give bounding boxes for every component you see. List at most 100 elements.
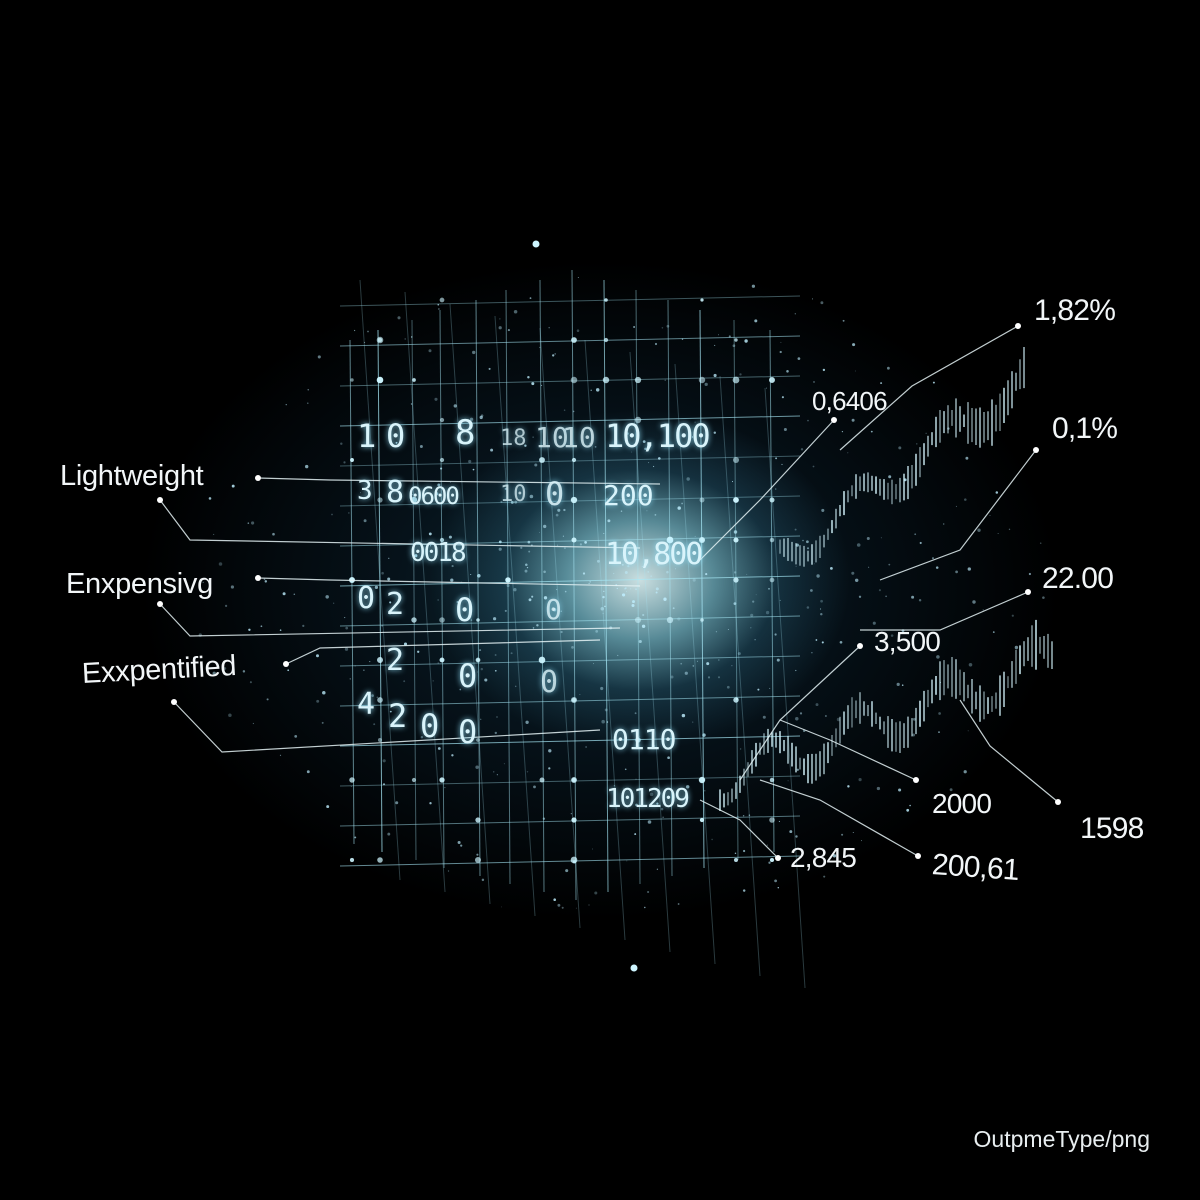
particle — [469, 417, 474, 421]
particle — [847, 785, 850, 788]
grid-node — [634, 416, 642, 424]
particle — [660, 807, 664, 811]
particle — [885, 595, 887, 598]
particle — [603, 590, 605, 593]
particle — [811, 651, 813, 654]
particle — [880, 382, 883, 385]
grid-node — [769, 497, 775, 503]
particle — [686, 477, 690, 481]
grid-digit: 18 — [500, 426, 527, 451]
particle — [480, 718, 482, 720]
particle — [404, 338, 406, 340]
grid-line — [699, 309, 705, 869]
particle — [218, 562, 223, 566]
particle — [560, 630, 563, 634]
grid-digit: 10 — [535, 421, 569, 454]
particle — [967, 567, 971, 571]
grid-digit: 0600 — [408, 482, 460, 510]
value-label-6: 2000 — [932, 788, 992, 819]
particle — [460, 844, 463, 847]
grid-node — [412, 378, 416, 382]
particle — [448, 535, 452, 539]
grid-node — [411, 777, 417, 783]
particle — [419, 445, 423, 448]
particle — [532, 627, 535, 629]
particle — [906, 808, 910, 812]
grid-node — [734, 858, 738, 862]
particle — [331, 513, 333, 516]
particle — [630, 588, 632, 590]
particle — [468, 459, 472, 464]
particle — [626, 860, 628, 862]
particle — [437, 747, 441, 750]
particle — [802, 539, 804, 542]
particle — [480, 667, 484, 671]
particle — [641, 624, 646, 629]
particle — [639, 735, 641, 737]
particle — [789, 830, 793, 834]
particle — [666, 324, 670, 328]
particle — [726, 685, 730, 689]
particle — [438, 308, 440, 310]
particle — [595, 388, 600, 392]
particle — [363, 519, 367, 523]
particle — [854, 578, 859, 583]
particle — [746, 573, 748, 575]
particle — [633, 326, 636, 328]
particle — [796, 768, 799, 771]
particle — [786, 370, 789, 373]
particle — [703, 789, 706, 792]
particle — [333, 602, 335, 604]
particle — [800, 448, 804, 451]
grid-node — [377, 737, 383, 743]
particle — [555, 513, 559, 517]
grid-line — [733, 319, 739, 861]
particle — [654, 342, 658, 346]
grid-digit: 200 — [603, 479, 654, 512]
leader-dot — [1033, 447, 1039, 453]
grid-node — [571, 537, 577, 543]
particle — [997, 533, 999, 534]
particle — [397, 316, 401, 320]
grid-digit: 0 — [540, 665, 559, 700]
particle — [620, 510, 623, 512]
grid-node — [634, 616, 642, 624]
particle — [813, 381, 815, 383]
grid-node — [571, 817, 577, 823]
particle — [631, 603, 635, 608]
particle — [887, 366, 890, 370]
grid-node — [439, 537, 445, 543]
leader-line — [699, 799, 779, 859]
particle — [451, 754, 454, 757]
grid-node — [538, 656, 546, 664]
grid-digit: 0 — [420, 707, 440, 745]
particle — [769, 687, 771, 689]
grid-node — [376, 376, 384, 384]
particle — [381, 571, 384, 575]
grid-node — [439, 297, 445, 303]
particle — [501, 906, 502, 908]
particle — [692, 578, 696, 582]
particle — [852, 831, 854, 834]
grid-node — [539, 457, 545, 463]
grid-node — [439, 417, 445, 423]
particle — [943, 523, 945, 525]
particle — [717, 676, 721, 679]
footer-caption: OutpmeType/png — [973, 1126, 1150, 1152]
particle — [797, 357, 801, 360]
particle — [870, 430, 873, 433]
leader-dot — [255, 475, 261, 481]
particle — [595, 630, 599, 633]
particle — [653, 745, 656, 747]
grid-line — [475, 299, 481, 877]
particle — [624, 571, 628, 574]
particle — [696, 660, 699, 662]
grid-node — [769, 537, 775, 543]
particle — [878, 589, 881, 592]
particle — [472, 468, 475, 471]
particle — [647, 571, 649, 573]
leader-dot — [157, 497, 163, 503]
particle — [872, 621, 876, 625]
grid-line — [339, 455, 801, 467]
leader-line — [699, 419, 835, 561]
